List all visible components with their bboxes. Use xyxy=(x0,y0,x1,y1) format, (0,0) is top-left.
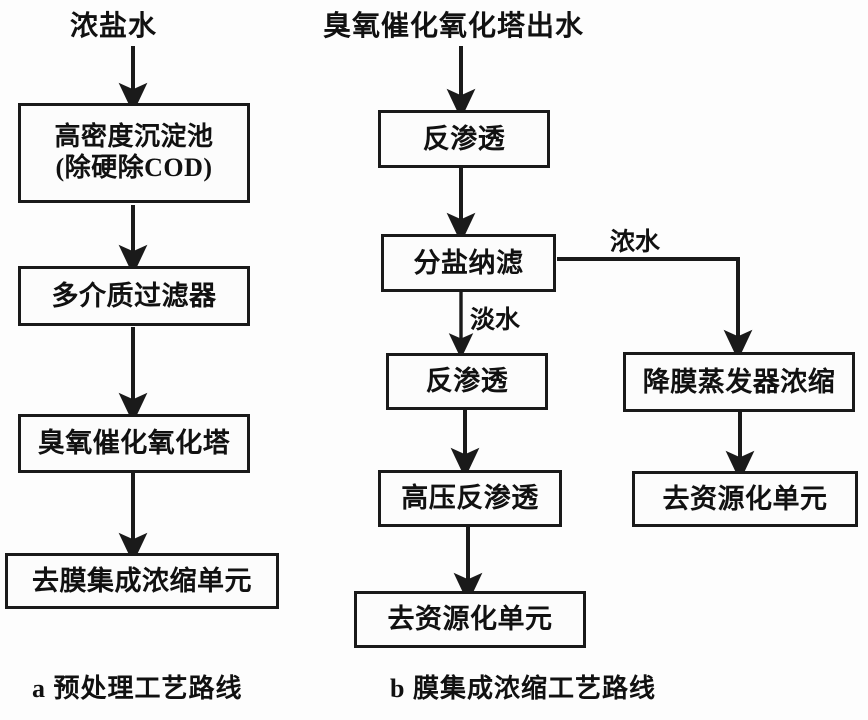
node-label: 高压反渗透 xyxy=(401,483,539,514)
node-label: 去资源化单元 xyxy=(662,483,828,514)
node-label: 臭氧催化氧化塔 xyxy=(37,428,231,459)
node-high-density-sedimentation-tank[interactable]: 高密度沉淀池 (除硬除COD) xyxy=(18,103,250,203)
node-high-pressure-reverse-osmosis[interactable]: 高压反渗透 xyxy=(378,470,562,527)
input-label-ozone-tower-effluent: 臭氧催化氧化塔出水 xyxy=(323,11,585,42)
node-to-resource-unit-right[interactable]: 去资源化单元 xyxy=(632,471,858,527)
node-reverse-osmosis-2[interactable]: 反渗透 xyxy=(386,353,548,410)
edge-label-concentrate: 浓水 xyxy=(610,229,661,256)
caption-diagram-a: a 预处理工艺路线 xyxy=(32,674,243,703)
node-label-line1: 高密度沉淀池 xyxy=(54,122,214,152)
node-reverse-osmosis-1[interactable]: 反渗透 xyxy=(378,110,550,168)
node-label: 反渗透 xyxy=(422,123,506,154)
node-label: 去资源化单元 xyxy=(387,604,553,635)
node-ozone-catalytic-oxidation-tower[interactable]: 臭氧催化氧化塔 xyxy=(18,414,250,473)
node-label: 降膜蒸发器浓缩 xyxy=(642,366,836,397)
node-to-resource-unit-center[interactable]: 去资源化单元 xyxy=(354,591,586,648)
node-to-membrane-concentration-unit[interactable]: 去膜集成浓缩单元 xyxy=(5,553,279,609)
input-label-brine: 浓盐水 xyxy=(70,11,158,42)
node-multimedia-filter[interactable]: 多介质过滤器 xyxy=(18,266,250,326)
node-falling-film-evaporator-concentration[interactable]: 降膜蒸发器浓缩 xyxy=(623,352,855,412)
node-label: 分盐纳滤 xyxy=(413,247,524,278)
node-label: 去膜集成浓缩单元 xyxy=(32,565,252,596)
edge-label-freshwater: 淡水 xyxy=(470,307,521,334)
caption-diagram-b: b 膜集成浓缩工艺路线 xyxy=(390,674,656,703)
node-label: 反渗透 xyxy=(425,366,509,397)
node-label-line2: (除硬除COD) xyxy=(55,153,213,182)
node-label: 多介质过滤器 xyxy=(51,280,217,311)
node-salt-separation-nanofiltration[interactable]: 分盐纳滤 xyxy=(381,234,556,292)
arrow-nanofiltration-concentrate-to-evaporator xyxy=(557,257,753,361)
